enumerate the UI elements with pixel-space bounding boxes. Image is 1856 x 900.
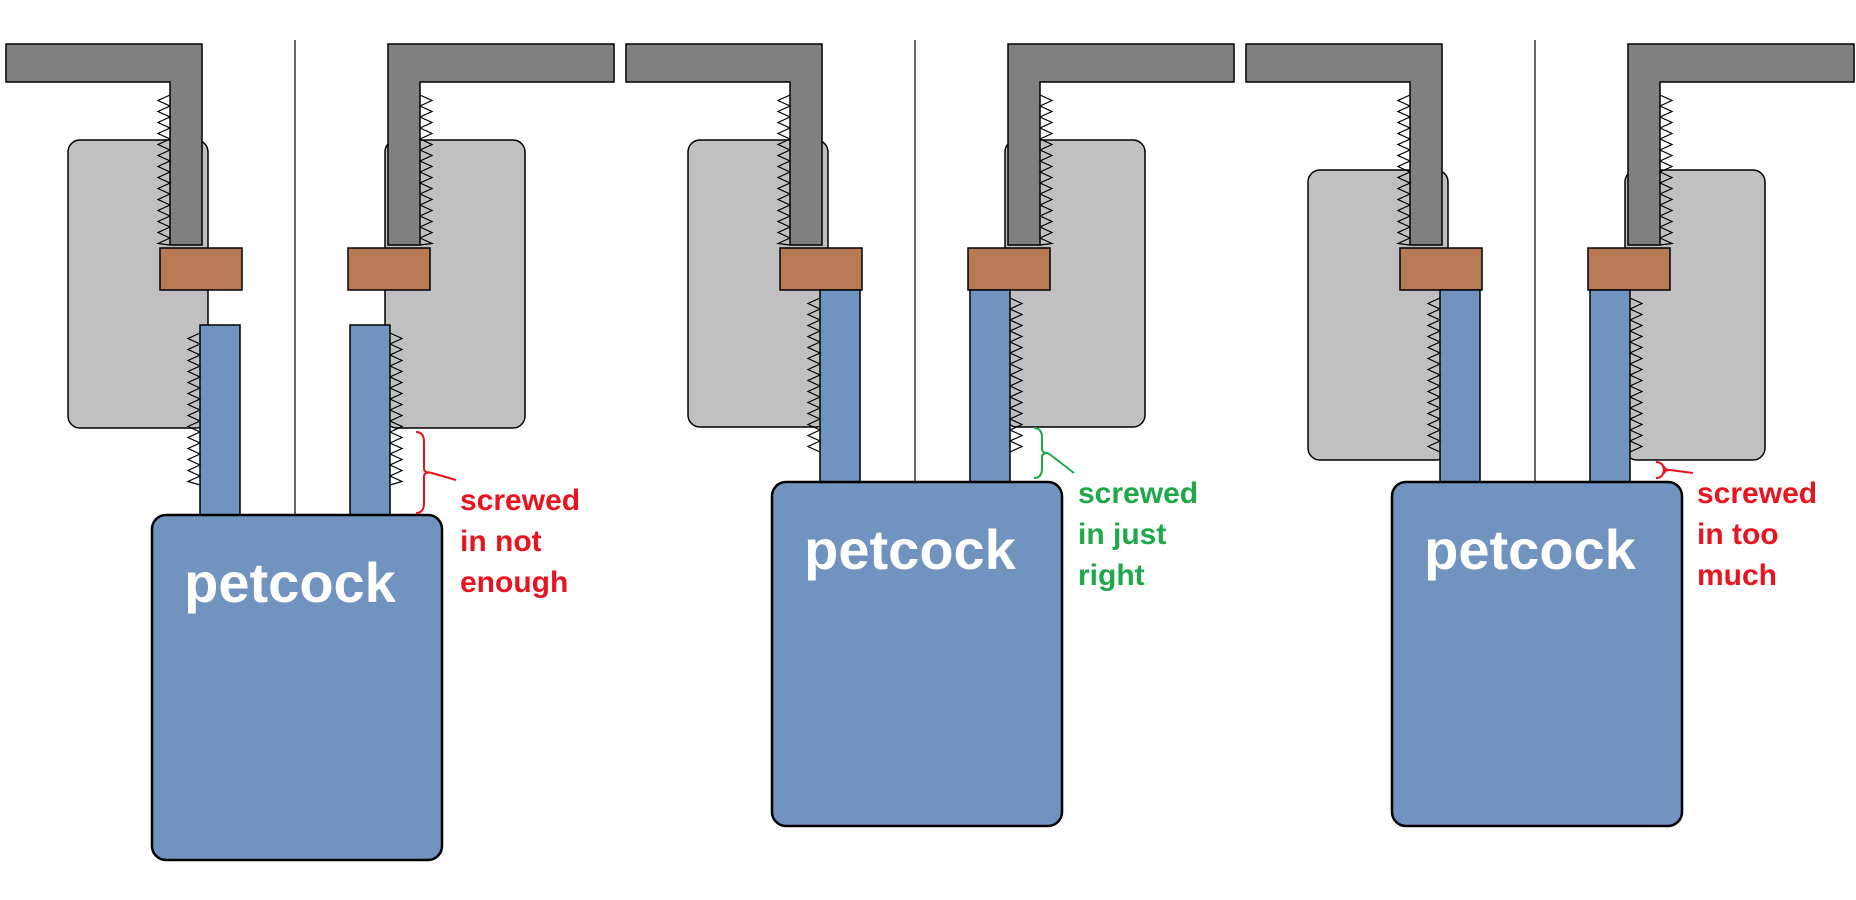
annotation-line-3: right	[1078, 559, 1145, 592]
petcock-body	[1390, 480, 1684, 828]
petcock-stem-right	[1589, 289, 1631, 483]
annotation-bracket	[1033, 427, 1049, 479]
petcock-label: petcock	[184, 551, 396, 614]
petcock-thread-right	[1008, 297, 1024, 453]
gasket-left	[1399, 247, 1483, 291]
panel-not-enough: petcock screwed in not enough	[5, 40, 615, 862]
petcock-stem-left	[199, 324, 241, 516]
annotation-line-3: enough	[460, 566, 568, 599]
annotation-line-3: much	[1697, 559, 1777, 592]
annotation-leader	[429, 471, 457, 481]
annotation-bracket	[415, 431, 431, 514]
panel-too-much: petcock screwed in too much	[1245, 40, 1855, 828]
bracket-thread-left	[1395, 94, 1412, 246]
annotation-line-2: in too	[1697, 518, 1779, 551]
petcock-stem-right	[349, 324, 391, 516]
petcock-thread-left	[186, 332, 202, 486]
bracket-thread-right	[1658, 94, 1675, 246]
gasket-right	[967, 247, 1051, 291]
bracket-thread-left	[155, 94, 172, 246]
petcock-stem-right	[969, 289, 1011, 483]
panel-just-right: petcock screwed in just right	[625, 40, 1235, 828]
bracket-thread-left	[775, 94, 792, 246]
annotation-line-2: in just	[1078, 518, 1166, 551]
bracket-thread-right	[418, 94, 435, 246]
annotation-leader	[1669, 469, 1694, 474]
gasket-left	[159, 247, 243, 291]
petcock-body	[150, 513, 444, 862]
petcock-stem-left	[819, 289, 861, 483]
petcock-thread-left	[1426, 297, 1442, 453]
annotation-bracket	[1655, 461, 1671, 479]
petcock-label: petcock	[804, 518, 1016, 581]
gasket-right	[1587, 247, 1671, 291]
annotation-line-1: screwed	[1078, 477, 1198, 510]
petcock-thread-right	[388, 332, 404, 486]
petcock-thread-right	[1628, 297, 1644, 453]
petcock-stem-left	[1439, 289, 1481, 483]
petcock-label: petcock	[1424, 518, 1636, 581]
annotation-line-1: screwed	[1697, 477, 1817, 510]
bracket-thread-right	[1038, 94, 1055, 246]
annotation-line-2: in not	[460, 525, 542, 558]
petcock-thread-left	[806, 297, 822, 453]
gasket-left	[779, 247, 863, 291]
annotation-line-1: screwed	[460, 484, 580, 517]
petcock-body	[770, 480, 1064, 828]
annotation-leader	[1047, 452, 1075, 474]
gasket-right	[347, 247, 431, 291]
